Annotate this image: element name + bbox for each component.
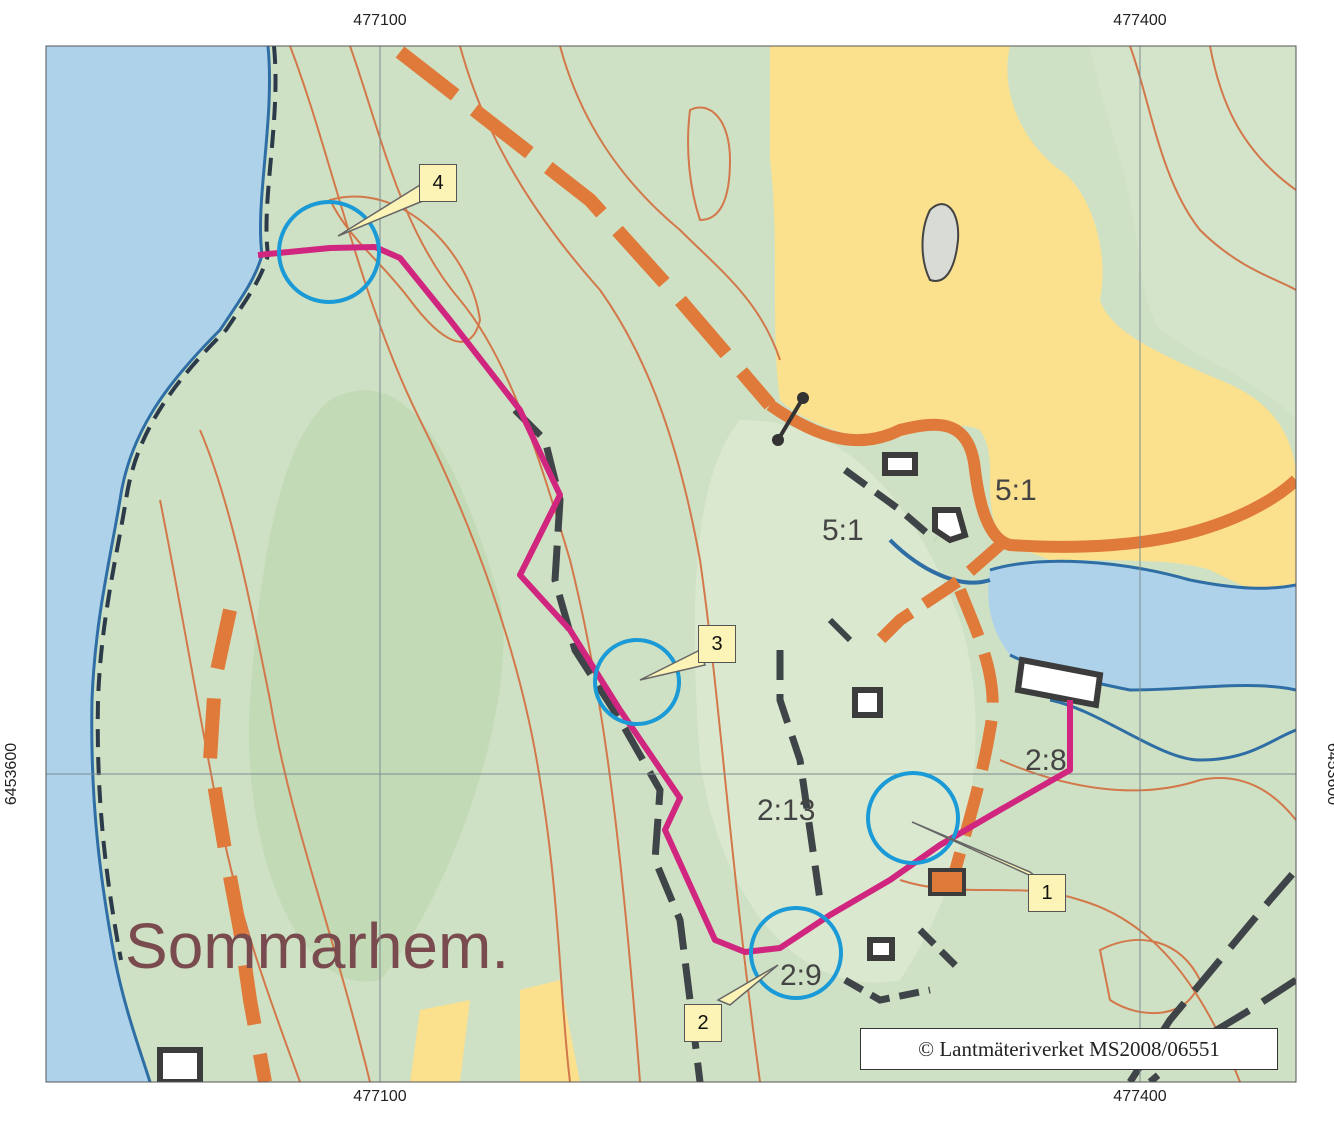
callout-box-3: 3 (698, 625, 736, 663)
callout-box-1: 1 (1028, 874, 1066, 912)
building (932, 507, 969, 544)
rock-outcrop (921, 203, 960, 282)
gate-post (797, 392, 809, 404)
easting-label-bottom-left: 477100 (353, 1088, 407, 1105)
field-south-2 (410, 1000, 470, 1082)
highlight-circles (277, 200, 960, 1000)
building-orange (928, 868, 966, 896)
parcel-label-2-9: 2:9 (780, 959, 822, 992)
dense-forest-patch (248, 390, 504, 982)
stream (888, 538, 991, 585)
place-name-label: Sommarhem. (125, 910, 509, 982)
buildings (157, 452, 1104, 1082)
highlight-circle-1 (866, 771, 960, 865)
highlight-circle-4 (277, 200, 381, 304)
callout-box-4: 4 (419, 164, 457, 202)
building (157, 1047, 203, 1082)
gate-post (772, 434, 784, 446)
easting-label-top-left: 477100 (353, 12, 407, 29)
property-boundary-west (95, 46, 278, 961)
parcel-label-5-1: 5:1 (822, 514, 864, 547)
easting-label-top-right: 477400 (1113, 12, 1167, 29)
forest-far-northeast (1090, 46, 1296, 420)
map-frame (45, 45, 1297, 1083)
lake-east (988, 561, 1296, 690)
copyright-notice: © Lantmäteriverket MS2008/06551 (860, 1028, 1278, 1070)
highlight-circle-2 (749, 906, 843, 1000)
field-northeast (770, 46, 1296, 620)
building (852, 687, 883, 718)
callout-box-2: 2 (684, 1004, 722, 1042)
route-line (257, 244, 1073, 955)
easting-label-bottom-right: 477400 (1113, 1088, 1167, 1105)
lake-west (46, 46, 270, 1082)
roads (202, 46, 1296, 1082)
building (867, 937, 895, 961)
stream-east (1049, 698, 1296, 762)
parcel-label-2-13: 2:13 (757, 794, 815, 827)
parcel-label-2-8: 2:8 (1025, 744, 1067, 777)
highlight-circle-3 (593, 638, 681, 726)
building (1014, 656, 1104, 709)
open-land-patch (694, 420, 976, 983)
building (882, 452, 918, 476)
gate-line (776, 396, 805, 442)
callout-pointers (337, 184, 1041, 1006)
parcel-label-5-1: 5:1 (995, 474, 1037, 507)
field-south (520, 980, 580, 1082)
